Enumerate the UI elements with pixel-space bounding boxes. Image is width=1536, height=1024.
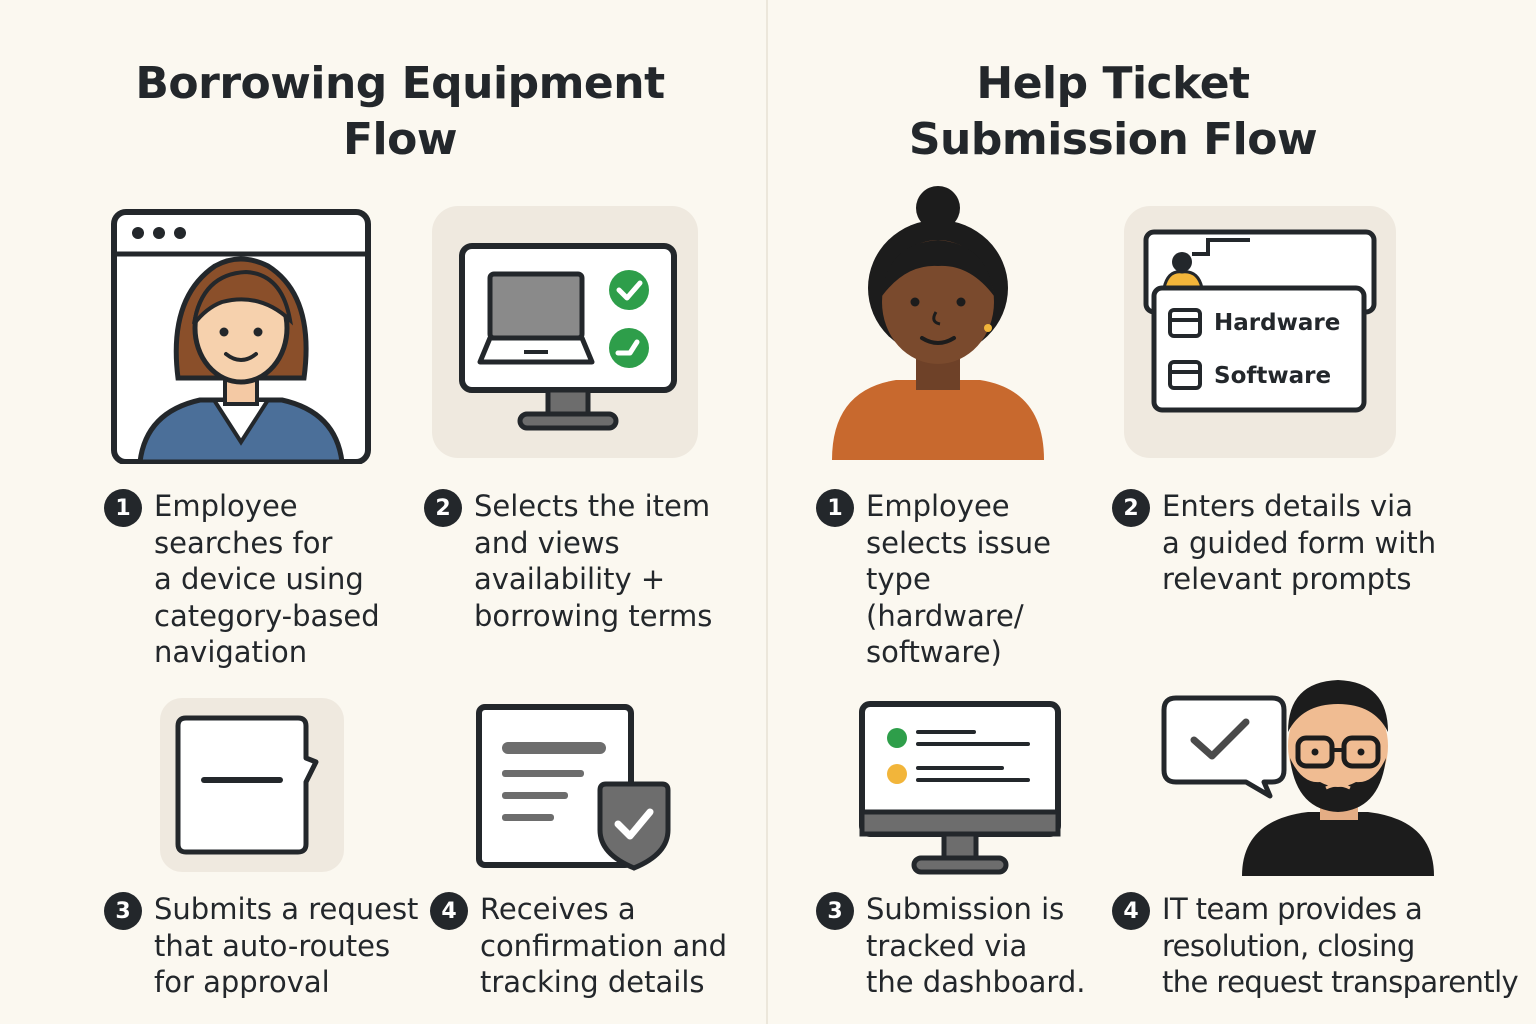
dashboard-monitor-icon: [858, 700, 1062, 880]
step-number-badge: 1: [104, 489, 142, 527]
step-description: Employee searches for a device using cat…: [154, 489, 380, 669]
step-description: Enters details via a guided form with re…: [1162, 489, 1437, 596]
step-number-badge: 3: [104, 892, 142, 930]
right-step-2: 2 Enters details via a guided form with …: [1112, 488, 1482, 598]
left-step-1: 1 Employee searches for a device using c…: [104, 488, 404, 671]
step-number-badge: 2: [424, 489, 462, 527]
step-description: Submission is tracked via the dashboard.: [866, 892, 1086, 999]
step-description: Submits a request that auto-routes for a…: [154, 892, 419, 999]
step-description: Employee selects issue type (hardware/ s…: [866, 489, 1051, 669]
option-software-label: Software: [1214, 363, 1331, 389]
employee-avatar-icon: [830, 184, 1046, 464]
request-form-icon: [160, 698, 344, 872]
left-step-2: 2 Selects the item and views availabilit…: [424, 488, 754, 634]
it-agent-check-icon: [1160, 674, 1436, 878]
right-title: Help Ticket Submission Flow: [908, 58, 1318, 165]
step-number-badge: 4: [430, 892, 468, 930]
document-shield-icon: [476, 704, 672, 872]
step-description: Receives a confirmation and tracking det…: [480, 892, 728, 999]
right-step-4: 4 IT team provides a resolution, closing…: [1112, 891, 1532, 1001]
right-step-3: 3 Submission is tracked via the dashboar…: [816, 891, 1106, 1001]
right-step-1: 1 Employee selects issue type (hardware/…: [816, 488, 1096, 671]
option-hardware-label: Hardware: [1214, 310, 1340, 336]
monitor-laptop-check-icon: [432, 206, 698, 458]
left-step-3: 3 Submits a request that auto-routes for…: [104, 891, 424, 1001]
step-description: Selects the item and views availability …: [474, 489, 713, 633]
left-step-4: 4 Receives a confirmation and tracking d…: [430, 891, 760, 1001]
issue-type-form-icon: Hardware Software: [1124, 206, 1396, 458]
employee-window-icon: [110, 208, 374, 464]
step-number-badge: 1: [816, 489, 854, 527]
step-number-badge: 2: [1112, 489, 1150, 527]
left-title: Borrowing Equipment Flow: [135, 58, 665, 165]
section-divider: [766, 0, 768, 1024]
step-number-badge: 4: [1112, 892, 1150, 930]
step-number-badge: 3: [816, 892, 854, 930]
step-description: IT team provides a resolution, closing t…: [1162, 892, 1519, 999]
